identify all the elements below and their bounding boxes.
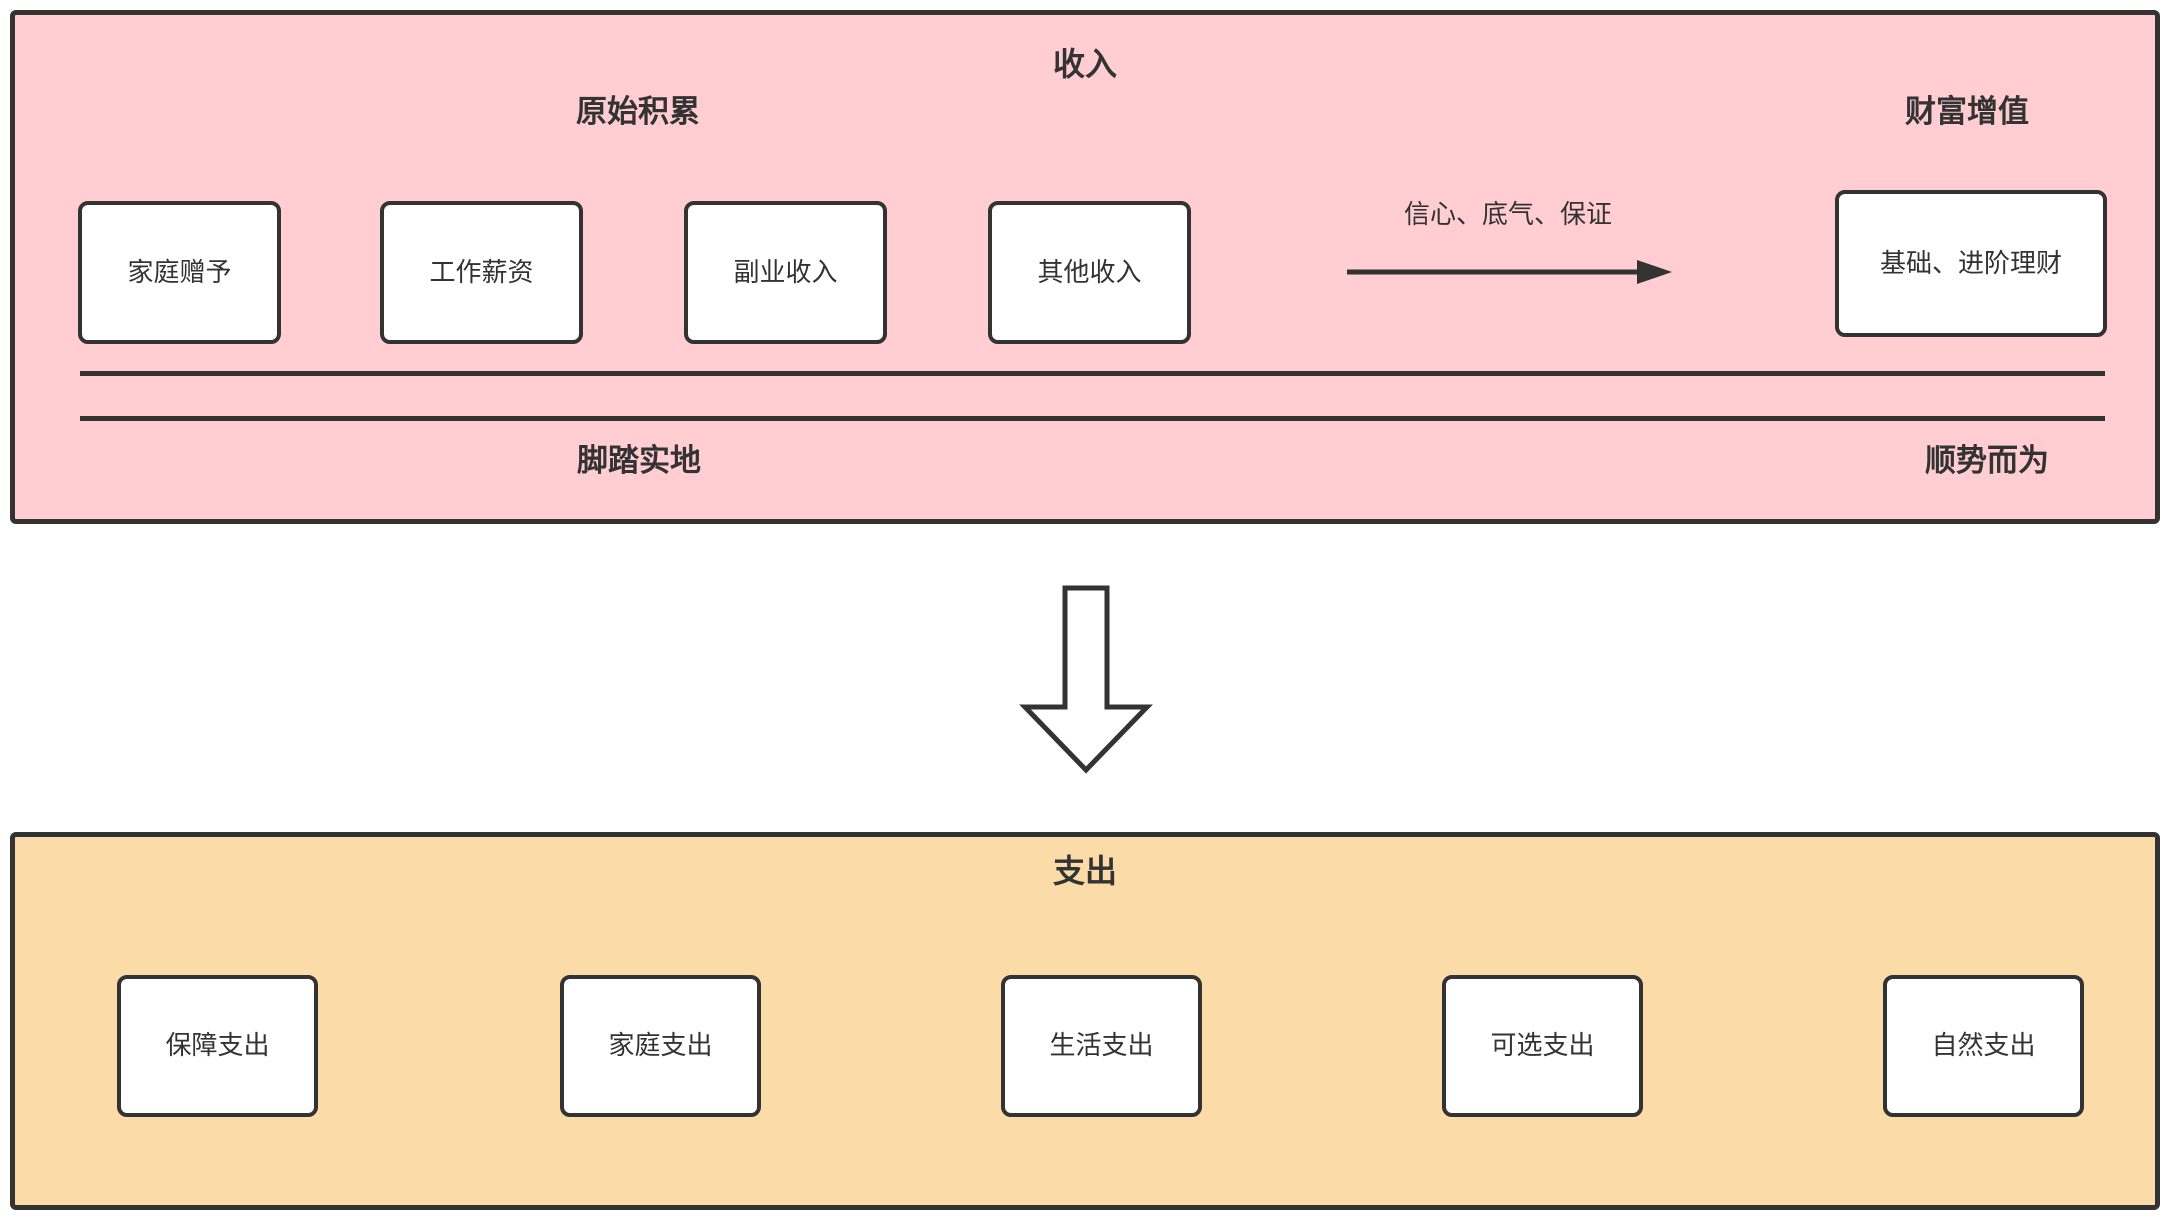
node-natural-expense: 自然支出 [1883, 975, 2084, 1117]
node-financial-management: 基础、进阶理财 [1835, 190, 2107, 337]
node-living-expense: 生活支出 [1001, 975, 1202, 1117]
node-insurance-expense: 保障支出 [117, 975, 318, 1117]
footer-follow-trend: 顺势而为 [1925, 443, 2049, 478]
node-other-income: 其他收入 [988, 201, 1191, 344]
income-heading-wealth-growth: 财富增值 [1905, 94, 2029, 129]
node-family-expense: 家庭支出 [560, 975, 761, 1117]
node-salary: 工作薪资 [380, 201, 583, 344]
income-section: 收入 原始积累 财富增值 家庭赠予 工作薪资 副业收入 其他收入 信心、底气、保… [10, 10, 2160, 524]
footer-down-to-earth: 脚踏实地 [577, 443, 701, 478]
income-heading-accumulation: 原始积累 [576, 94, 700, 129]
divider-line-bottom [80, 416, 2105, 421]
right-arrow-icon [1347, 260, 1672, 284]
income-title: 收入 [1052, 46, 1117, 82]
expense-section: 支出 保障支出 家庭支出 生活支出 可选支出 自然支出 [10, 832, 2160, 1210]
node-optional-expense: 可选支出 [1442, 975, 1643, 1117]
down-arrow-shape [1019, 585, 1153, 774]
node-side-income: 副业收入 [684, 201, 887, 344]
confidence-arrow-label: 信心、底气、保证 [1403, 199, 1613, 229]
expense-title: 支出 [1052, 853, 1117, 889]
down-arrow-icon [1019, 585, 1153, 774]
divider-line-top [80, 371, 2105, 376]
node-family-gift: 家庭赠予 [78, 201, 281, 344]
right-arrow-head [1637, 260, 1672, 284]
